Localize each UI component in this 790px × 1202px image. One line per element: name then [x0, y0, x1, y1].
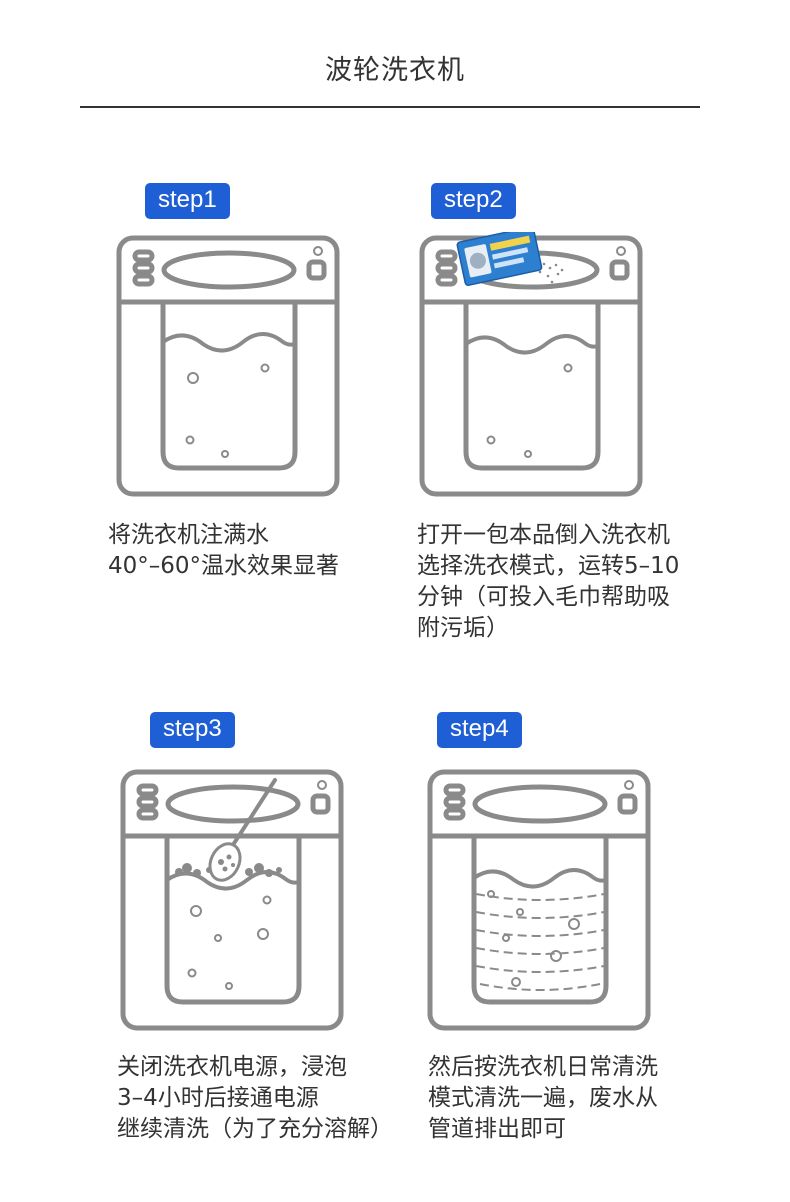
step4-badge: step4 — [437, 712, 522, 748]
bubble-icon — [563, 363, 573, 373]
bubble-icon — [502, 934, 510, 942]
caption-line: 选择洗衣模式，运转5–10 — [417, 553, 680, 579]
caption-line: 附污垢） — [417, 615, 509, 641]
step2-badge: step2 — [431, 183, 516, 219]
page-title: 波轮洗衣机 — [325, 55, 465, 86]
bubble-icon — [511, 977, 521, 987]
bubble-icon — [262, 895, 272, 905]
step3-caption: 关闭洗衣机电源，浸泡 3–4小时后接通电源 继续清洗（为了充分溶解） — [117, 1052, 393, 1145]
bubble-icon — [568, 918, 580, 930]
washing-machine-icon — [419, 232, 643, 497]
caption-line: 3–4小时后接通电源 — [117, 1085, 319, 1111]
step1-badge: step1 — [145, 183, 230, 219]
bubble-icon — [257, 928, 269, 940]
bubble-icon — [187, 968, 197, 978]
washing-machine-icon — [116, 235, 340, 497]
spoon-icon — [208, 778, 277, 882]
caption-line: 分钟（可投入毛巾帮助吸 — [417, 584, 670, 610]
bubble-icon — [214, 934, 222, 942]
step3-badge: step3 — [150, 712, 235, 748]
caption-line: 40°–60°温水效果显著 — [108, 553, 340, 579]
caption-line: 将洗衣机注满水 — [108, 522, 269, 548]
bubble-icon — [487, 890, 495, 898]
step1-caption: 将洗衣机注满水 40°–60°温水效果显著 — [108, 520, 339, 582]
caption-line: 模式清洗一遍，废水从 — [428, 1085, 658, 1111]
caption-line: 管道排出即可 — [428, 1116, 566, 1142]
caption-line: 继续清洗（为了充分溶解） — [117, 1116, 393, 1142]
step4-caption: 然后按洗衣机日常清洗 模式清洗一遍，废水从 管道排出即可 — [428, 1052, 658, 1145]
step2-caption: 打开一包本品倒入洗衣机 选择洗衣模式，运转5–10 分钟（可投入毛巾帮助吸 附污… — [417, 520, 679, 644]
title-divider — [80, 106, 700, 108]
bubble-icon — [225, 982, 233, 990]
bubble-icon — [260, 363, 270, 373]
bubble-icon — [190, 905, 202, 917]
washing-machine-icon — [427, 769, 651, 1031]
caption-line: 然后按洗衣机日常清洗 — [428, 1054, 658, 1080]
caption-line: 打开一包本品倒入洗衣机 — [417, 522, 670, 548]
bubble-icon — [516, 908, 524, 916]
bubble-icon — [550, 950, 562, 962]
washing-machine-icon — [120, 769, 344, 1031]
bubble-icon — [187, 372, 199, 384]
detergent-packet-icon — [456, 232, 543, 286]
bubble-icon — [524, 450, 532, 458]
bubble-icon — [486, 435, 496, 445]
caption-line: 关闭洗衣机电源，浸泡 — [117, 1054, 347, 1080]
bubble-icon — [221, 450, 229, 458]
bubble-icon — [185, 435, 195, 445]
